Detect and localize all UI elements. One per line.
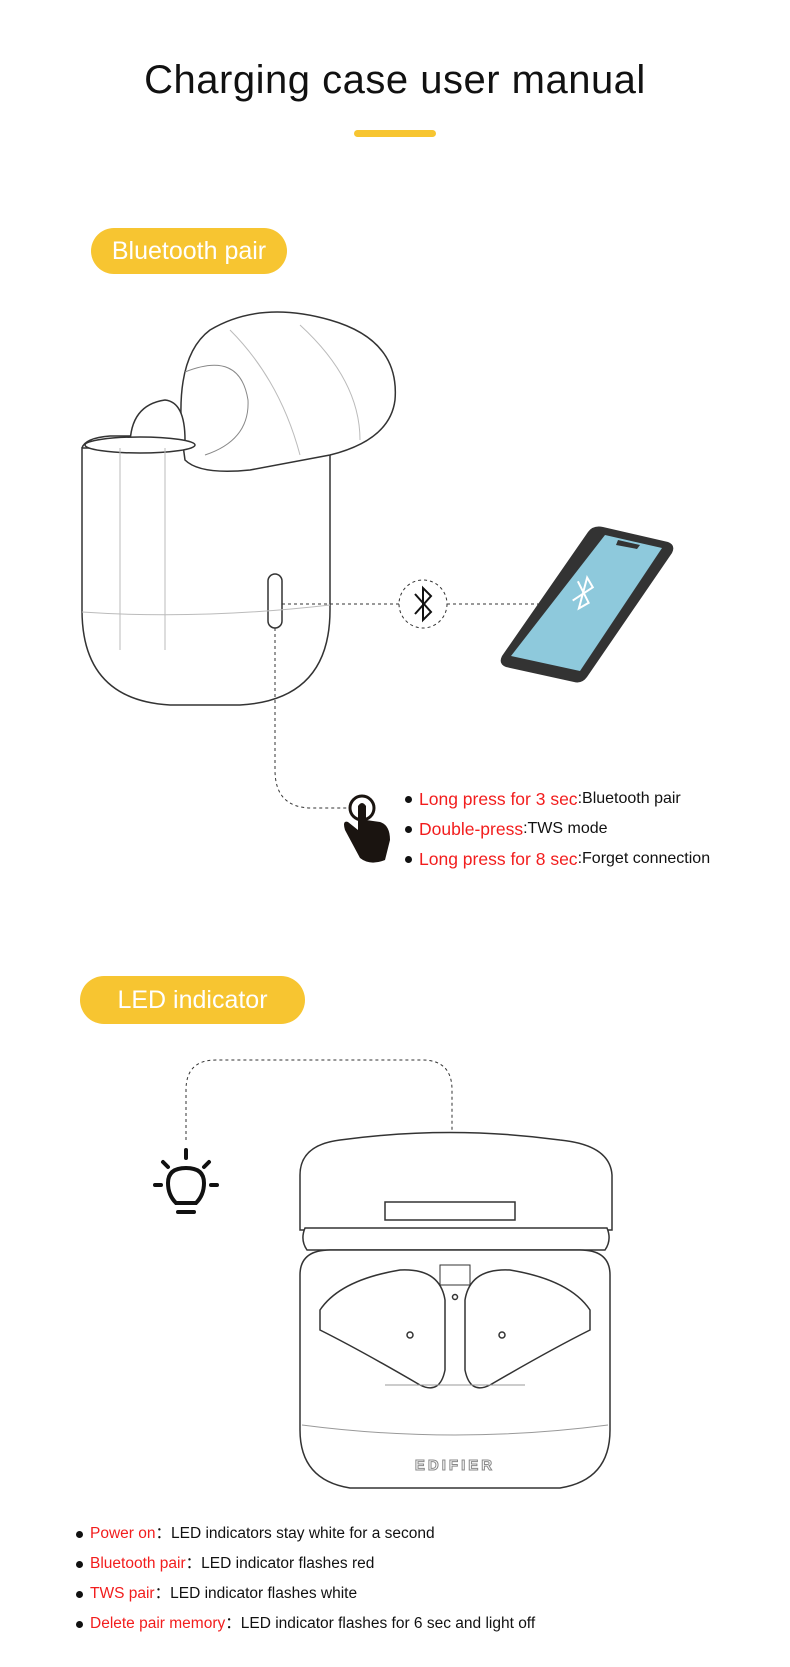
smartphone-icon <box>500 526 674 683</box>
section-label-led: LED indicator <box>80 976 305 1024</box>
led-dot <box>451 1293 459 1301</box>
bullet-icon <box>405 795 412 803</box>
bullet-icon <box>405 825 412 833</box>
bullet-icon <box>76 1560 83 1568</box>
bullet-icon <box>405 855 412 863</box>
light-bulb-icon <box>153 1148 219 1214</box>
section-label-bluetooth: Bluetooth pair <box>91 228 287 274</box>
case-lid <box>180 311 397 472</box>
bluetooth-instructions: Long press for 3 sec:Bluetooth pair Doub… <box>405 784 710 874</box>
bluetooth-icon <box>398 579 448 629</box>
case-body <box>299 1249 611 1489</box>
case-lid <box>299 1131 613 1231</box>
brand-logo: EDIFIER <box>414 1457 496 1475</box>
title-underline <box>354 130 436 137</box>
bullet-icon <box>76 1590 83 1598</box>
right-earbud <box>464 1269 591 1389</box>
list-item: Power on：LED indicators stay white for a… <box>76 1519 535 1549</box>
left-earbud <box>319 1269 446 1389</box>
case-body <box>81 447 331 706</box>
case-button <box>267 573 283 629</box>
finger-press-icon <box>344 794 390 863</box>
bullet-icon <box>76 1620 83 1628</box>
list-item: Double-press:TWS mode <box>405 814 710 844</box>
list-item: Delete pair memory：LED indicator flashes… <box>76 1609 535 1639</box>
list-item: Long press for 3 sec:Bluetooth pair <box>405 784 710 814</box>
list-item: TWS pair：LED indicator flashes white <box>76 1579 535 1609</box>
bullet-icon <box>76 1530 83 1538</box>
list-item: Long press for 8 sec:Forget connection <box>405 844 710 874</box>
page-title: Charging case user manual <box>144 58 646 102</box>
led-instructions: Power on：LED indicators stay white for a… <box>76 1519 535 1639</box>
list-item: Bluetooth pair：LED indicator flashes red <box>76 1549 535 1579</box>
bluetooth-pair-illustration <box>81 311 674 863</box>
